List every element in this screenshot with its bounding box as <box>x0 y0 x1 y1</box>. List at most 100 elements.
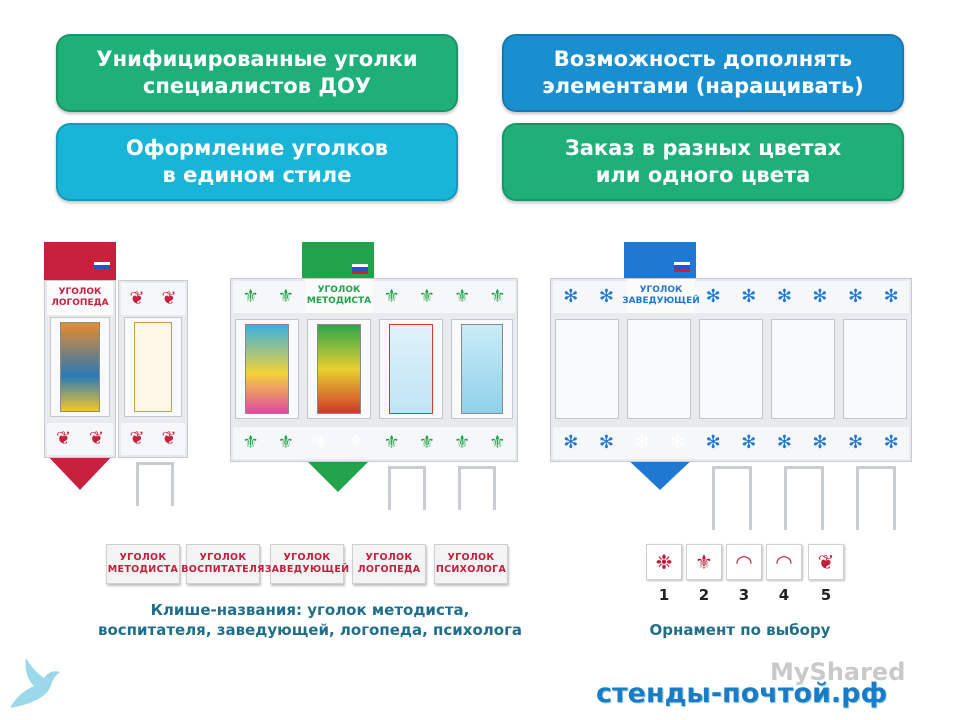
ornament-icon: ✻ <box>883 432 899 453</box>
poster-kids <box>389 324 433 414</box>
ornament-icon: ⚜ <box>277 432 294 453</box>
pocket <box>771 319 835 419</box>
ornament-strip: ✻ ✻ ✻ ✻ ✻ ✻ ✻ ✻ ✻ ✻ <box>553 281 909 313</box>
ornament-icon: ❦ <box>55 428 72 449</box>
ornament-strip: ❦ ❦ <box>121 283 185 315</box>
ornament-strip: ❦ ❦ <box>121 423 185 455</box>
ornament-icon: ⚜ <box>383 286 400 307</box>
ornament-icon: ❦ <box>817 550 835 574</box>
caption-ornament: Орнамент по выбору <box>649 621 831 639</box>
ornament-icon: ⚜ <box>277 286 294 307</box>
ornament-icon: ✻ <box>598 286 614 307</box>
ornament-icon: ✻ <box>776 432 792 453</box>
ornament-icon: ✻ <box>563 286 579 307</box>
ornament-icon: ⚜ <box>383 432 400 453</box>
ornament-strip: ⚜ ⚜ ⚜ ⚜ ⚜ ⚜ ⚜ ⚜ <box>233 281 515 313</box>
stand-leg <box>388 466 426 510</box>
ornament-icon: ⚜ <box>454 432 471 453</box>
module-logoped-side: ❦ ❦ ❦ ❦ <box>118 280 188 458</box>
flag-icon <box>674 262 690 272</box>
ornament-icon: ⚜ <box>454 286 471 307</box>
nameplate-zaveduyushchaya: УГОЛОК ЗАВЕДУЮЩЕЙ <box>622 279 700 313</box>
ornament-icon: ❦ <box>129 288 145 309</box>
ornament-tile-1: ❉ <box>646 544 682 580</box>
poster-blank <box>134 322 172 412</box>
flag-icon <box>94 262 110 272</box>
pocket <box>124 317 182 417</box>
pocket <box>843 319 907 419</box>
pocket <box>50 317 110 417</box>
feature-single-style: Оформление уголков в едином стиле <box>56 123 458 201</box>
ornament-icon: ✻ <box>705 286 721 307</box>
site-url[interactable]: стенды-почтой.рф <box>596 678 888 709</box>
pocket <box>379 319 443 419</box>
ornament-number: 5 <box>820 586 832 604</box>
ornament-icon: ✻ <box>812 432 828 453</box>
dove-icon <box>10 658 60 708</box>
ornament-icon: ✻ <box>848 432 864 453</box>
ornament-icon: ❦ <box>161 288 177 309</box>
pocket <box>627 319 691 419</box>
ornament-strip: ✻ ✻ ✻ ✻ ✻ ✻ ✻ ✻ ✻ ✻ <box>553 427 909 459</box>
poster-actual <box>461 324 503 414</box>
flag-icon <box>352 264 368 274</box>
ornament-icon: ❦ <box>161 428 177 449</box>
ornament-icon: ⚜ <box>418 286 435 307</box>
ornament-tile-5: ❦ <box>808 544 844 580</box>
ornament-icon: ⚜ <box>348 432 365 453</box>
pocket <box>699 319 763 419</box>
ornament-strip: ❦ ❦ <box>47 423 113 455</box>
pocket <box>235 319 299 419</box>
ornament-icon: ⚜ <box>695 550 713 574</box>
ornament-tile-3: ◠ <box>726 544 762 580</box>
dove-logo <box>4 650 64 714</box>
ornament-tile-2: ⚜ <box>686 544 722 580</box>
module-metodist-row: ⚜ ⚜ ⚜ ⚜ ⚜ ⚜ ⚜ ⚜ УГОЛОК МЕТОДИСТА ⚜ ⚜ ⚜ ⚜… <box>230 278 518 462</box>
badge-logoped: УГОЛОК ЛОГОПЕДА <box>352 544 426 584</box>
ornament-icon: ✻ <box>741 286 757 307</box>
pocket <box>555 319 619 419</box>
poster-panorama <box>245 324 289 414</box>
feature-extendable: Возможность дополнять элементами (наращи… <box>502 34 904 112</box>
stand-leg <box>712 466 752 530</box>
ornament-strip: ⚜ ⚜ ⚜ ⚜ ⚜ ⚜ ⚜ ⚜ <box>233 427 515 459</box>
badge-psiholog: УГОЛОК ПСИХОЛОГА <box>434 544 508 584</box>
pocket <box>451 319 513 419</box>
ornament-icon: ✻ <box>812 286 828 307</box>
ornament-icon: ⚜ <box>489 432 506 453</box>
poster-september <box>317 324 361 414</box>
ornament-icon: ✻ <box>670 432 686 453</box>
nameplate-metodist: УГОЛОК МЕТОДИСТА <box>305 279 373 313</box>
badge-metodist: УГОЛОК МЕТОДИСТА <box>106 544 180 584</box>
ornament-number: 2 <box>698 586 710 604</box>
ornament-icon: ✻ <box>848 286 864 307</box>
badge-vospitatel: УГОЛОК ВОСПИТАТЕЛЯ <box>181 544 264 584</box>
ornament-icon: ◠ <box>775 550 793 574</box>
ornament-icon: ⚜ <box>489 286 506 307</box>
module-zav-row: ✻ ✻ ✻ ✻ ✻ ✻ ✻ ✻ ✻ ✻ УГОЛОК ЗАВЕДУЮЩЕЙ ✻ … <box>550 278 912 462</box>
module-logoped-main: УГОЛОК ЛОГОПЕДА ❦ ❦ <box>44 280 116 458</box>
ornament-icon: ✻ <box>598 432 614 453</box>
ornament-icon: ❦ <box>88 428 105 449</box>
caption-nameplates: Клише-названия: уголок методиста, воспит… <box>97 601 523 639</box>
stand-leg <box>856 466 896 530</box>
ornament-icon: ◠ <box>735 550 753 574</box>
stand-leg <box>136 462 174 506</box>
ornament-icon: ⚜ <box>242 286 259 307</box>
ornament-icon: ❉ <box>655 550 673 574</box>
ornament-number: 1 <box>658 586 670 604</box>
nameplate-logoped: УГОЛОК ЛОГОПЕДА <box>47 281 113 315</box>
poster-logoped <box>60 322 100 412</box>
ornament-icon: ⚜ <box>242 432 259 453</box>
badge-zaveduyushchaya: УГОЛОК ЗАВЕДУЮЩЕЙ <box>265 544 349 584</box>
stand-leg <box>784 466 824 530</box>
watermark: MyShared <box>770 658 906 686</box>
ornament-icon: ✻ <box>776 286 792 307</box>
feature-color-order: Заказ в разных цветах или одного цвета <box>502 123 904 201</box>
ornament-tile-4: ◠ <box>766 544 802 580</box>
ornament-icon: ⚜ <box>418 432 435 453</box>
ornament-number: 3 <box>738 586 750 604</box>
ornament-icon: ✻ <box>741 432 757 453</box>
ornament-icon: ✻ <box>883 286 899 307</box>
ornament-number: 4 <box>778 586 790 604</box>
